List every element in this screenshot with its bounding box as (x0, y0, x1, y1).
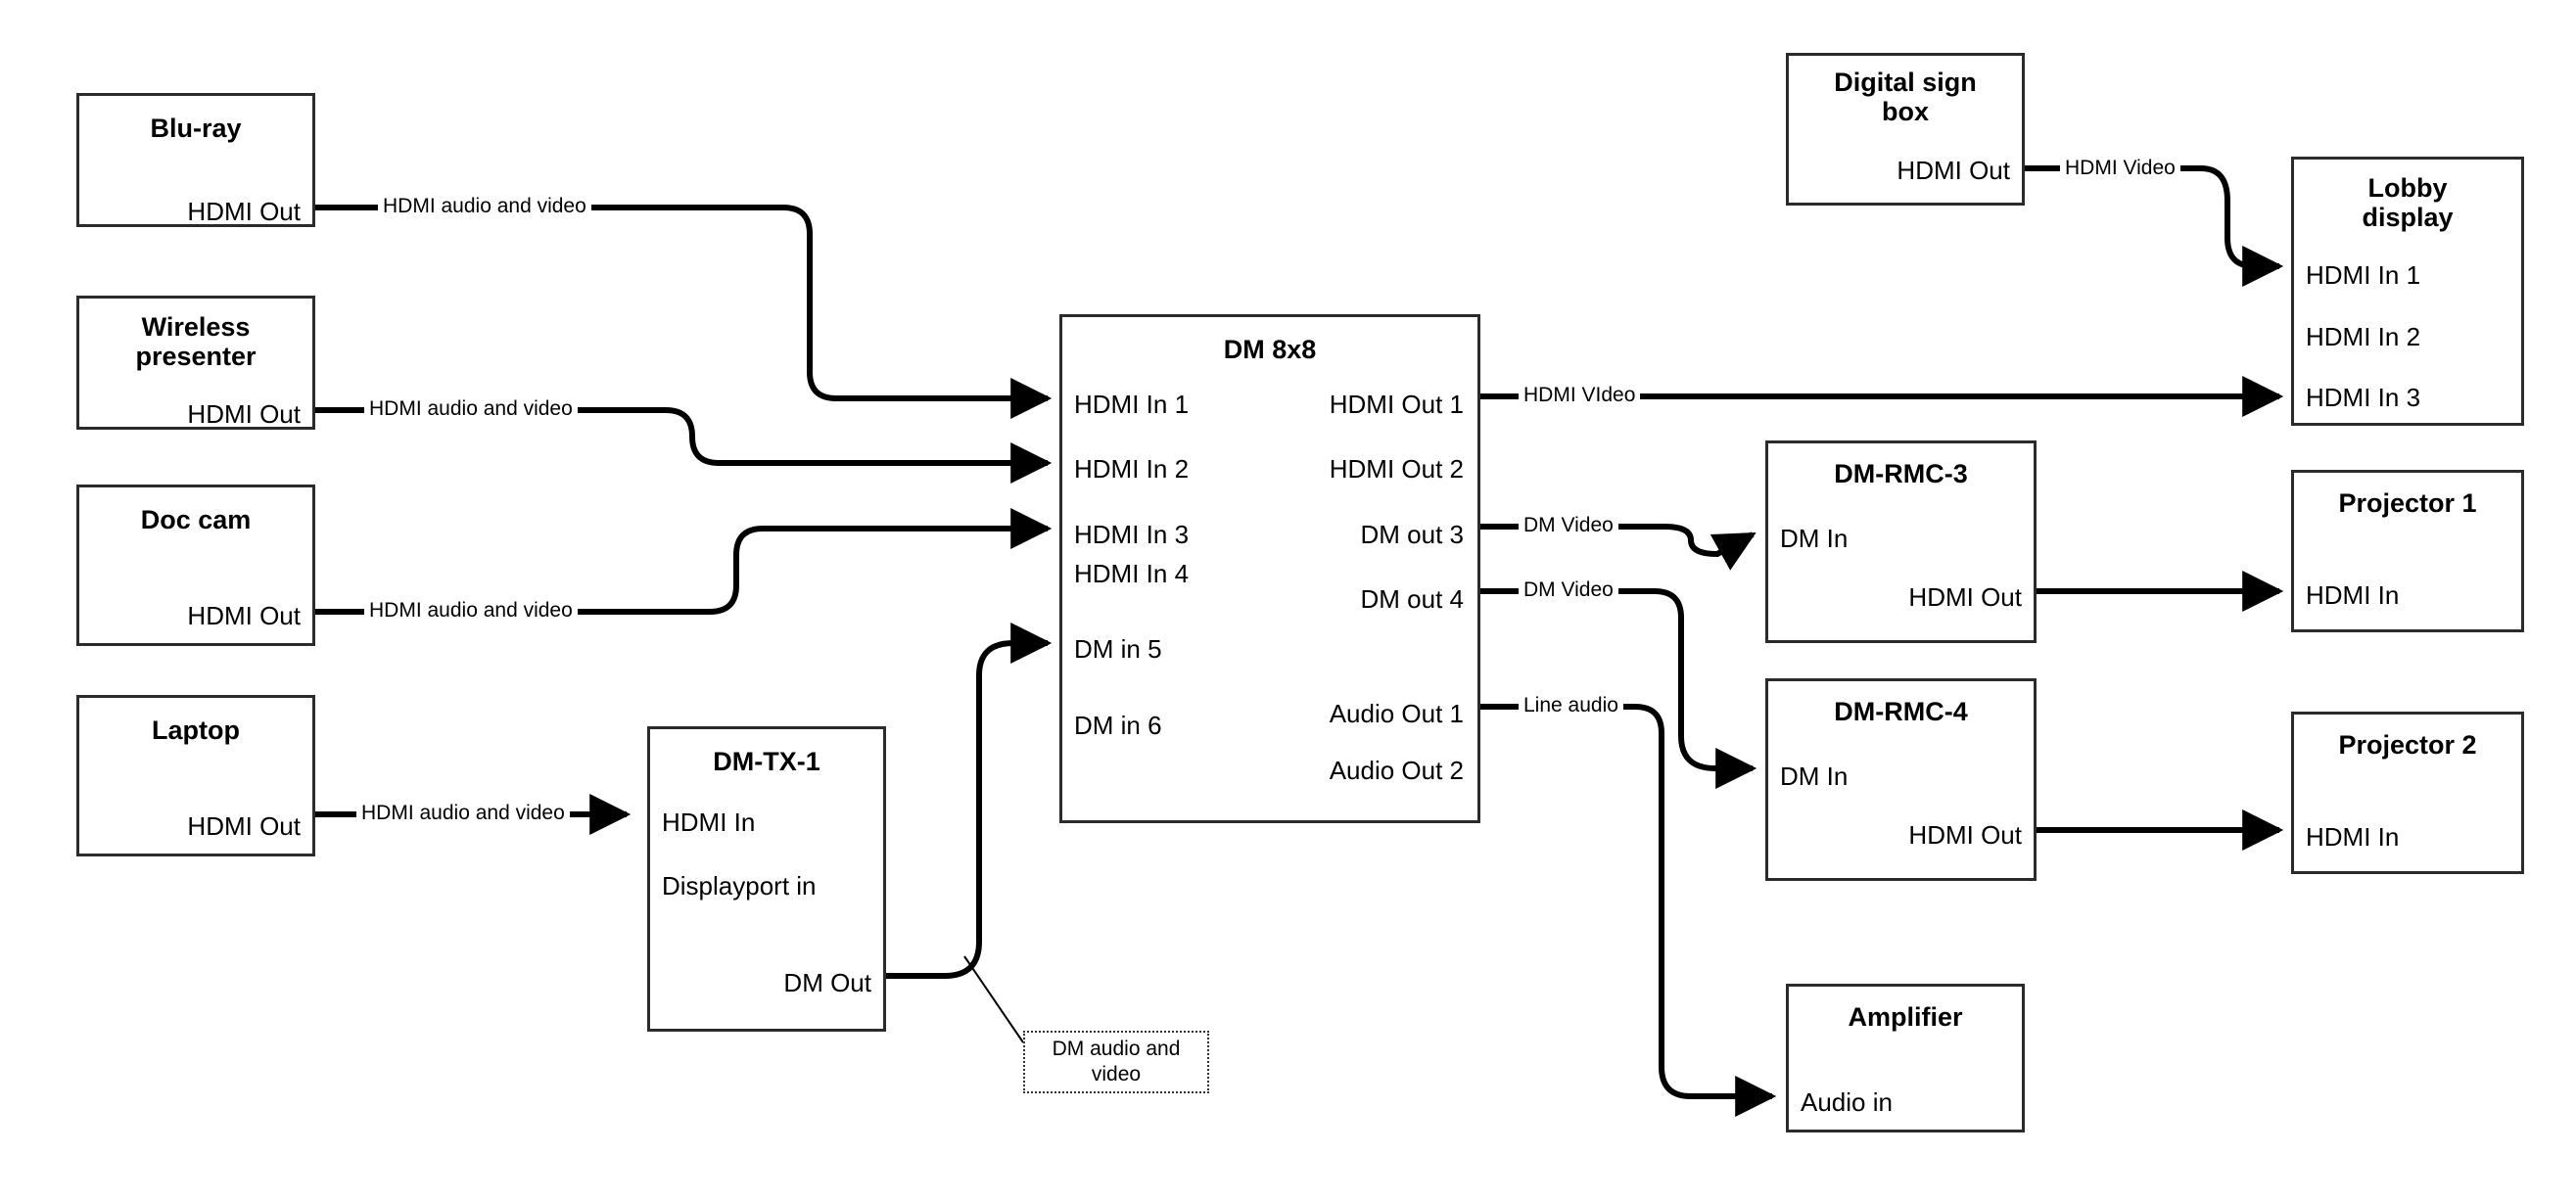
node-dm-8x8-input-hdmi-in-1[interactable]: HDMI In 1 (1074, 390, 1190, 419)
wire-dmtx1-to-dm-in5 (886, 623, 1053, 979)
node-lobby-display-title: Lobby display (2362, 173, 2454, 233)
wire-callout-leader (963, 955, 1024, 1043)
node-dm-rmc-3[interactable]: DM-RMC-3 DM In HDMI Out (1765, 440, 2037, 643)
node-projector-2-port-hdmi-in[interactable]: HDMI In (2306, 822, 2400, 852)
node-lobby-display-port-hdmi-in-2[interactable]: HDMI In 2 (2306, 322, 2421, 351)
edge-label-dm-out4-to-rmc4: DM Video (1519, 579, 1618, 600)
node-dm-8x8-output-hdmi-out-2[interactable]: HDMI Out 2 (1329, 454, 1464, 484)
node-bluray[interactable]: Blu-ray HDMI Out (76, 93, 315, 227)
node-lobby-display-port-hdmi-in-1[interactable]: HDMI In 1 (2306, 260, 2421, 290)
node-digital-sign-box[interactable]: Digital sign box HDMI Out (1786, 53, 2025, 206)
wire-dm-audio1-to-amp (1480, 704, 1777, 1117)
node-laptop[interactable]: Laptop HDMI Out (76, 695, 315, 856)
edge-label-dm-out1-to-lobby: HDMI VIdeo (1519, 385, 1641, 405)
node-dm-rmc-4[interactable]: DM-RMC-4 DM In HDMI Out (1765, 678, 2037, 881)
node-amplifier-title: Amplifier (1848, 1002, 1963, 1032)
node-dm-tx-1-port-hdmi-in[interactable]: HDMI In (662, 808, 756, 837)
node-wireless-presenter[interactable]: Wireless presenter HDMI Out (76, 296, 315, 430)
edge-label-dm-audio1-to-amp: Line audio (1519, 695, 1623, 716)
node-digital-sign-box-title: Digital sign box (1834, 68, 1977, 127)
edge-label-sign-to-lobby: HDMI Video (2060, 158, 2180, 178)
node-bluray-port-hdmi-out[interactable]: HDMI Out (187, 197, 301, 226)
node-dm-tx-1-title: DM-TX-1 (713, 747, 820, 776)
node-projector-1[interactable]: Projector 1 HDMI In (2291, 470, 2524, 632)
node-digital-sign-box-port-hdmi-out[interactable]: HDMI Out (1897, 156, 2010, 185)
node-amplifier-port-audio-in[interactable]: Audio in (1801, 1087, 1893, 1117)
node-projector-1-port-hdmi-in[interactable]: HDMI In (2306, 580, 2400, 610)
node-dm-8x8-input-dm-in-6[interactable]: DM in 6 (1074, 711, 1162, 740)
node-dm-rmc-3-port-hdmi-out[interactable]: HDMI Out (1908, 582, 2022, 612)
edge-label-laptop-to-dmtx1: HDMI audio and video (356, 803, 570, 823)
node-doc-cam-port-hdmi-out[interactable]: HDMI Out (187, 601, 301, 630)
callout-dm-audio-and-video: DM audio and video (1023, 1031, 1209, 1093)
node-dm-rmc-4-title: DM-RMC-4 (1834, 697, 1968, 726)
node-dm-8x8-output-audio-out-2[interactable]: Audio Out 2 (1329, 756, 1464, 785)
node-dm-8x8-output-hdmi-out-1[interactable]: HDMI Out 1 (1329, 390, 1464, 419)
node-wireless-presenter-title: Wireless presenter (135, 312, 257, 372)
node-dm-8x8-title: DM 8x8 (1223, 335, 1317, 364)
node-dm-8x8-input-hdmi-in-2[interactable]: HDMI In 2 (1074, 454, 1190, 484)
edge-label-wireless-to-dm: HDMI audio and video (364, 398, 578, 419)
node-dm-tx-1-port-displayport-in[interactable]: Displayport in (662, 871, 817, 901)
node-dm-8x8[interactable]: DM 8x8 HDMI In 1 HDMI In 2 HDMI In 3 HDM… (1059, 314, 1480, 823)
node-laptop-port-hdmi-out[interactable]: HDMI Out (187, 811, 301, 841)
node-bluray-title: Blu-ray (150, 114, 242, 143)
edge-label-doccam-to-dm: HDMI audio and video (364, 600, 578, 621)
node-dm-8x8-output-dm-out-4[interactable]: DM out 4 (1360, 584, 1465, 614)
node-dm-8x8-output-dm-out-3[interactable]: DM out 3 (1360, 520, 1465, 549)
wire-dm-out4-to-rmc4 (1480, 588, 1757, 789)
edge-label-dm-out3-to-rmc3: DM Video (1519, 515, 1618, 535)
node-projector-1-title: Projector 1 (2338, 488, 2477, 518)
node-projector-2[interactable]: Projector 2 HDMI In (2291, 712, 2524, 874)
node-doc-cam[interactable]: Doc cam HDMI Out (76, 485, 315, 646)
node-dm-rmc-4-port-dm-in[interactable]: DM In (1780, 762, 1849, 791)
node-amplifier[interactable]: Amplifier Audio in (1786, 984, 2025, 1132)
node-dm-tx-1[interactable]: DM-TX-1 HDMI In Displayport in DM Out (647, 726, 886, 1032)
node-dm-8x8-output-audio-out-1[interactable]: Audio Out 1 (1329, 699, 1464, 728)
edge-label-bluray-to-dm: HDMI audio and video (378, 196, 591, 216)
node-laptop-title: Laptop (152, 716, 240, 745)
wire-bluray-to-dm-in1 (315, 205, 1053, 419)
node-lobby-display[interactable]: Lobby display HDMI In 1 HDMI In 2 HDMI I… (2291, 157, 2524, 426)
node-projector-2-title: Projector 2 (2338, 730, 2477, 760)
node-dm-8x8-input-hdmi-in-4[interactable]: HDMI In 4 (1074, 559, 1190, 588)
node-doc-cam-title: Doc cam (140, 505, 252, 534)
node-lobby-display-port-hdmi-in-3[interactable]: HDMI In 3 (2306, 383, 2421, 412)
node-dm-8x8-input-dm-in-5[interactable]: DM in 5 (1074, 634, 1162, 664)
node-dm-tx-1-port-dm-out[interactable]: DM Out (783, 968, 871, 997)
node-dm-rmc-4-port-hdmi-out[interactable]: HDMI Out (1908, 820, 2022, 850)
node-dm-rmc-3-port-dm-in[interactable]: DM In (1780, 524, 1849, 553)
wire-sign-to-lobby-in1 (2025, 165, 2284, 287)
node-wireless-presenter-port-hdmi-out[interactable]: HDMI Out (187, 399, 301, 429)
node-dm-rmc-3-title: DM-RMC-3 (1834, 459, 1968, 488)
node-dm-8x8-input-hdmi-in-3[interactable]: HDMI In 3 (1074, 520, 1190, 549)
